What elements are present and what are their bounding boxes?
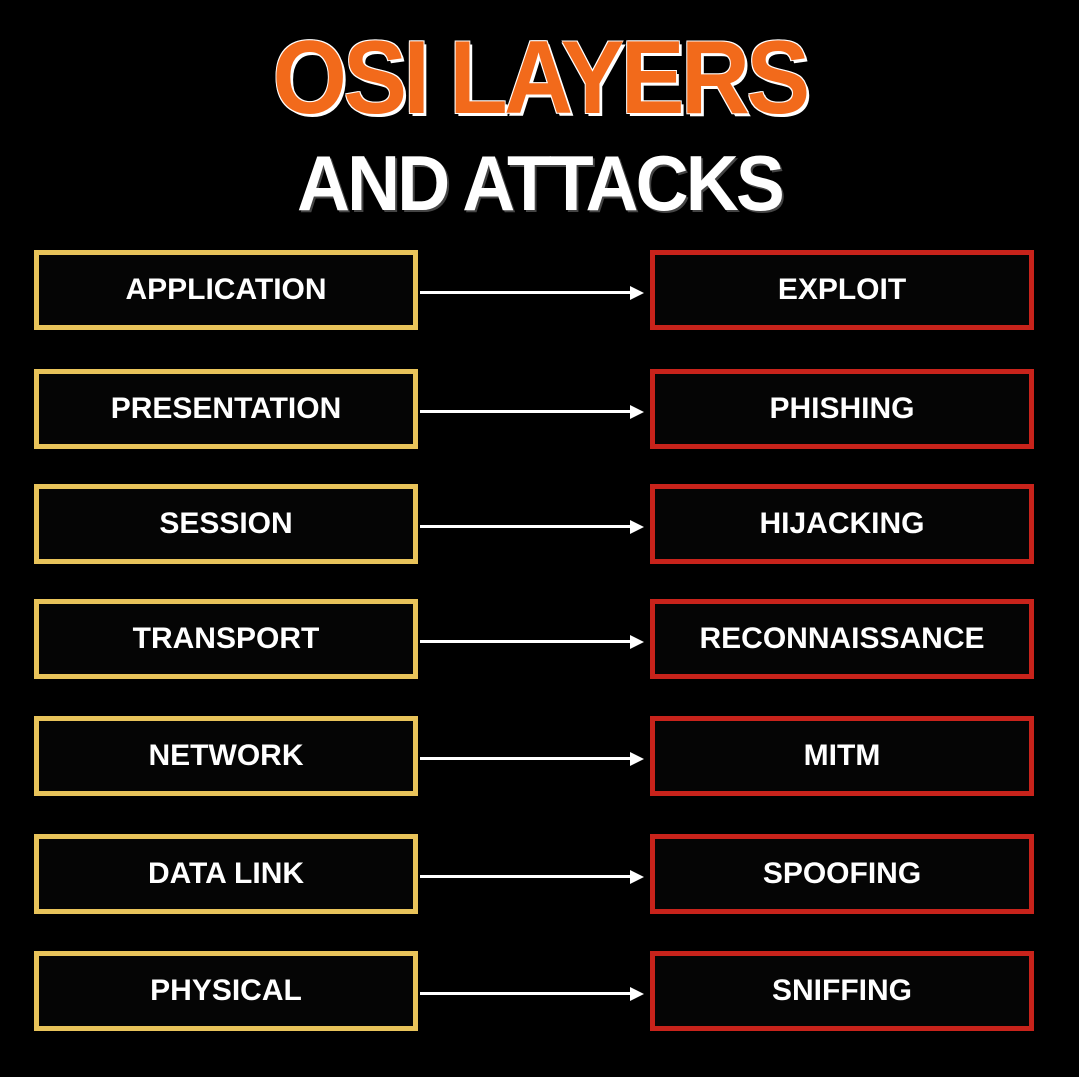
attack-box-spoofing: SPOOFING [650, 834, 1034, 914]
row-application: APPLICATION EXPLOIT [0, 250, 1079, 338]
layer-box-physical: PHYSICAL [34, 951, 418, 1031]
attack-box-exploit: EXPLOIT [650, 250, 1034, 330]
row-data-link: DATA LINK SPOOFING [0, 834, 1079, 922]
row-presentation: PRESENTATION PHISHING [0, 369, 1079, 457]
layer-box-session: SESSION [34, 484, 418, 564]
layer-box-data-link: DATA LINK [34, 834, 418, 914]
layer-box-network: NETWORK [34, 716, 418, 796]
attack-box-mitm: MITM [650, 716, 1034, 796]
row-physical: PHYSICAL SNIFFING [0, 951, 1079, 1039]
attack-box-hijacking: HIJACKING [650, 484, 1034, 564]
page-title: OSI LAYERS [272, 20, 811, 136]
row-session: SESSION HIJACKING [0, 484, 1079, 572]
arrow-icon [420, 520, 646, 534]
arrow-icon [420, 635, 646, 649]
attack-box-sniffing: SNIFFING [650, 951, 1034, 1031]
row-transport: TRANSPORT RECONNAISSANCE [0, 599, 1079, 687]
arrow-icon [420, 286, 646, 300]
attack-box-reconnaissance: RECONNAISSANCE [650, 599, 1034, 679]
arrow-icon [420, 870, 646, 884]
arrow-icon [420, 987, 646, 1001]
arrow-icon [420, 405, 646, 419]
page-subtitle: AND ATTACKS [297, 139, 785, 227]
layer-box-transport: TRANSPORT [34, 599, 418, 679]
row-network: NETWORK MITM [0, 716, 1079, 804]
attack-box-phishing: PHISHING [650, 369, 1034, 449]
layer-box-application: APPLICATION [34, 250, 418, 330]
arrow-icon [420, 752, 646, 766]
layer-box-presentation: PRESENTATION [34, 369, 418, 449]
